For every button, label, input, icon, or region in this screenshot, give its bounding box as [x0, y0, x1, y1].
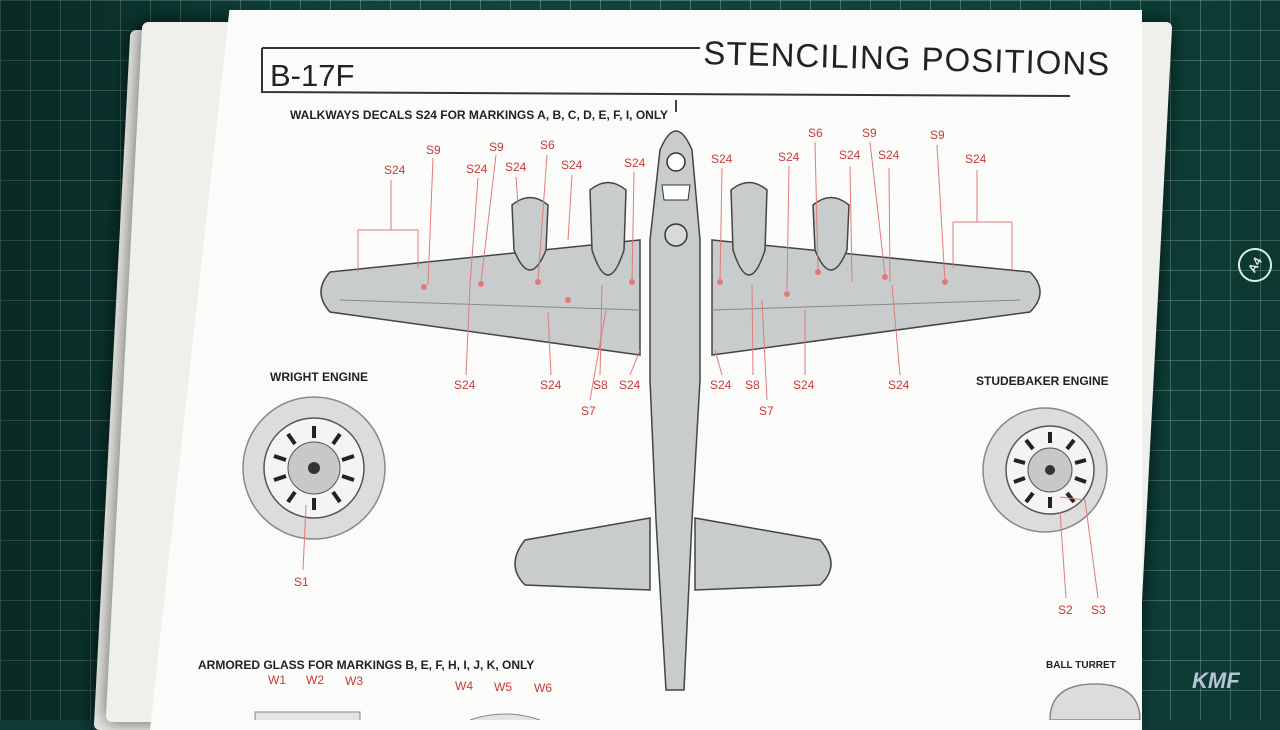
glass-label: W2: [306, 673, 324, 687]
stencil-label: S2: [1058, 603, 1073, 617]
glass-label: W6: [534, 681, 552, 695]
section-armored-glass: ARMORED GLASS FOR MARKINGS B, E, F, H, I…: [198, 658, 535, 672]
stencil-label: S24: [793, 378, 815, 392]
stencil-label: S9: [426, 143, 441, 157]
stencil-label: S24: [624, 156, 646, 170]
section-walkways: WALKWAYS DECALS S24 FOR MARKINGS A, B, C…: [290, 108, 669, 122]
left-wing: [320, 239, 641, 356]
stencil-label: S6: [540, 138, 555, 152]
engine-nacelle-3: [730, 181, 768, 276]
glass-label: W5: [494, 680, 512, 694]
section-ball-turret: BALL TURRET: [1046, 660, 1116, 671]
ball-turret: [1049, 683, 1141, 720]
watermark-logo: KMF: [1192, 668, 1240, 693]
stencil-label: S24: [711, 152, 733, 166]
stencil-label: S24: [778, 150, 800, 164]
stencil-label: S3: [1091, 603, 1106, 617]
engine-nacelle-1: [511, 196, 549, 271]
leader-lines: [302, 141, 1099, 599]
engine-nacelle-4: [812, 196, 850, 271]
engine-nacelle-2: [589, 181, 627, 276]
stencil-label: S24: [619, 378, 641, 392]
stencil-label: S7: [581, 404, 596, 418]
header-frame: [261, 47, 1071, 97]
stencil-label: S9: [862, 126, 877, 140]
stencil-label: S6: [808, 126, 823, 140]
glass-label: W3: [345, 674, 363, 688]
page-title: B-17F: [270, 58, 355, 93]
left-stabilizer: [514, 517, 651, 591]
top-turret: [666, 152, 686, 172]
stencil-label: S7: [759, 404, 774, 418]
stencil-label: S24: [466, 162, 488, 176]
stencil-label: S1: [294, 575, 309, 589]
stencil-label: S24: [710, 378, 732, 392]
stencil-label: S9: [489, 140, 504, 154]
stencil-label: S8: [593, 378, 608, 392]
stencil-label: S24: [454, 378, 476, 392]
fuselage: [649, 130, 701, 691]
stencil-label: S24: [965, 152, 987, 166]
instruction-page: [150, 10, 1142, 730]
stencil-label: S24: [505, 160, 527, 174]
right-stabilizer: [694, 517, 832, 591]
glass-label: W4: [455, 679, 473, 693]
stencil-label: S24: [540, 378, 562, 392]
wright-cylinders: [273, 426, 355, 510]
stencil-label: S24: [561, 158, 583, 172]
section-studebaker-engine: STUDEBAKER ENGINE: [976, 374, 1109, 388]
stencil-label: S24: [888, 378, 910, 392]
stencil-label: S24: [384, 163, 406, 177]
stencil-label: S9: [930, 128, 945, 142]
stencil-label: S8: [745, 378, 760, 392]
stencil-label: S24: [839, 148, 861, 162]
section-wright-engine: WRIGHT ENGINE: [270, 370, 368, 384]
studebaker-cylinders: [1013, 432, 1087, 508]
glass-label: W1: [268, 673, 286, 687]
stencil-dots: [421, 269, 948, 303]
right-wing: [711, 239, 1041, 356]
stencil-label: S24: [878, 148, 900, 162]
